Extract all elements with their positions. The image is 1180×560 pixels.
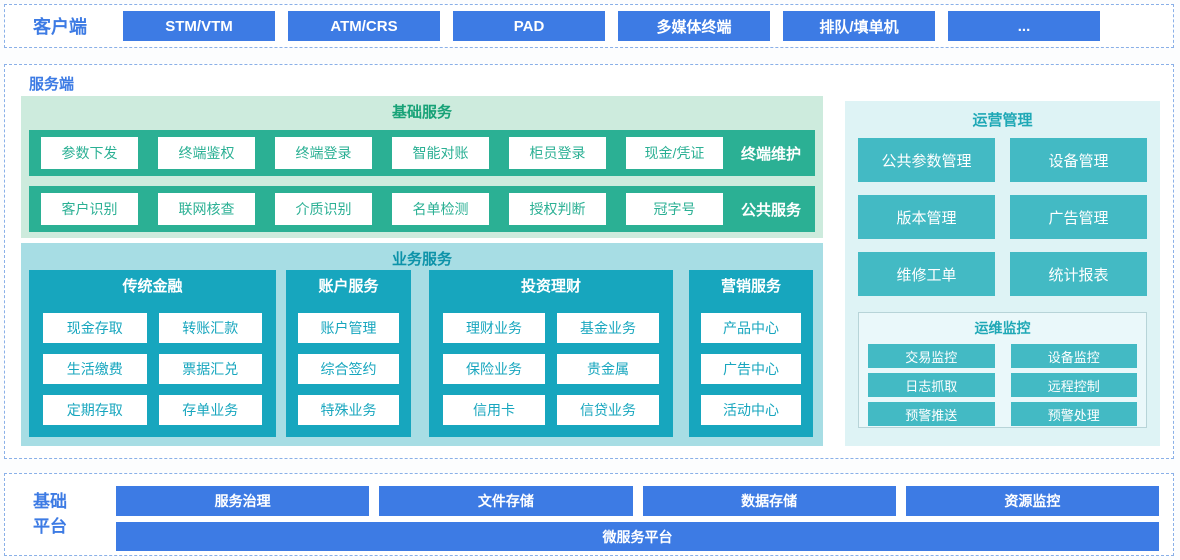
platform-service-button[interactable]: 数据存储 (642, 486, 896, 516)
marketing-services-items: 产品中心广告中心活动中心 (689, 313, 813, 425)
investment-finance-title: 投资理财 (520, 278, 581, 295)
business-service-button[interactable]: 广告中心 (701, 354, 801, 384)
business-columns: 传统金融 现金存取转账汇款生活缴费票据汇兑定期存取存单业务 账户服务 账户管理综… (21, 270, 823, 437)
client-terminal-button[interactable]: ATM/CRS (288, 11, 440, 41)
account-services-column: 账户服务 账户管理综合签约特殊业务 (286, 270, 411, 437)
server-section: 服务端 基础服务 参数下发 终端鉴权 终端登录 智能对账 柜员登录 (4, 64, 1174, 459)
traditional-finance-title: 传统金融 (122, 278, 183, 295)
monitoring-button[interactable]: 日志抓取 (868, 373, 995, 397)
business-service-button[interactable]: 活动中心 (701, 395, 801, 425)
basic-service-button[interactable]: 客户识别 (41, 193, 138, 225)
business-service-button[interactable]: 信用卡 (443, 395, 545, 425)
ops-monitoring-title: 运维监控 (974, 320, 1031, 336)
business-services-panel: 业务服务 传统金融 现金存取转账汇款生活缴费票据汇兑定期存取存单业务 账户服务 … (21, 243, 823, 446)
business-service-button[interactable]: 保险业务 (443, 354, 545, 384)
platform-service-button[interactable]: 文件存储 (379, 486, 633, 516)
business-service-button[interactable]: 特殊业务 (298, 395, 399, 425)
business-service-button[interactable]: 转账汇款 (158, 313, 262, 343)
ops-monitoring-items: 交易监控设备监控日志抓取远程控制预警推送预警处理 (868, 344, 1137, 426)
basic-service-button[interactable]: 终端鉴权 (158, 137, 255, 169)
basic-service-button[interactable]: 智能对账 (392, 137, 489, 169)
operations-management-title: 运营管理 (972, 112, 1033, 129)
business-service-button[interactable]: 产品中心 (701, 313, 801, 343)
monitoring-button[interactable]: 远程控制 (1010, 373, 1137, 397)
terminal-maintenance-label: 终端维护 (740, 145, 801, 163)
basic-service-button[interactable]: 联网核查 (158, 193, 255, 225)
basic-service-button[interactable]: 终端登录 (275, 137, 372, 169)
client-terminal-button[interactable]: 多媒体终端 (618, 11, 770, 41)
business-service-button[interactable]: 生活缴费 (43, 354, 147, 384)
client-section-label: 客户端 (33, 17, 87, 37)
business-service-button[interactable]: 基金业务 (557, 313, 659, 343)
account-services-title: 账户服务 (318, 278, 379, 295)
traditional-finance-column: 传统金融 现金存取转账汇款生活缴费票据汇兑定期存取存单业务 (29, 270, 276, 437)
basic-service-button[interactable]: 参数下发 (41, 137, 138, 169)
monitoring-button[interactable]: 设备监控 (1010, 344, 1137, 368)
basic-services-title: 基础服务 (391, 104, 452, 121)
basic-service-button[interactable]: 名单检测 (392, 193, 489, 225)
platform-service-button[interactable]: 服务治理 (116, 486, 370, 516)
client-terminal-button[interactable]: ... (948, 11, 1100, 41)
ops-monitoring-panel: 运维监控 交易监控设备监控日志抓取远程控制预警推送预警处理 (858, 312, 1147, 428)
operations-button[interactable]: 版本管理 (858, 195, 995, 239)
operations-button[interactable]: 设备管理 (1010, 138, 1147, 182)
operations-items: 公共参数管理设备管理版本管理广告管理维修工单统计报表 (858, 138, 1147, 296)
business-services-title: 业务服务 (391, 251, 452, 268)
business-service-button[interactable]: 账户管理 (298, 313, 399, 343)
platform-section-label: 基础平台 (33, 492, 67, 536)
monitoring-button[interactable]: 预警推送 (868, 402, 995, 426)
server-section-label: 服务端 (29, 76, 75, 93)
public-services-label: 公共服务 (740, 201, 801, 219)
monitoring-button[interactable]: 预警处理 (1010, 402, 1137, 426)
public-services-items: 客户识别 联网核查 介质识别 名单检测 授权判断 冠字号 (41, 193, 723, 225)
basic-services-panel: 基础服务 参数下发 终端鉴权 终端登录 智能对账 柜员登录 现金/凭证 (21, 96, 823, 238)
client-terminal-button[interactable]: PAD (453, 11, 605, 41)
monitoring-button[interactable]: 交易监控 (868, 344, 995, 368)
basic-service-button[interactable]: 柜员登录 (509, 137, 606, 169)
basic-service-button[interactable]: 授权判断 (509, 193, 606, 225)
platform-section: 基础平台 服务治理文件存储数据存储资源监控 微服务平台 (4, 473, 1174, 556)
client-terminal-button[interactable]: 排队/填单机 (783, 11, 935, 41)
client-terminal-list: STM/VTM ATM/CRS PAD 多媒体终端 排队/填单机 ... (123, 11, 1100, 41)
operations-button[interactable]: 公共参数管理 (858, 138, 995, 182)
business-service-button[interactable]: 票据汇兑 (158, 354, 262, 384)
traditional-finance-items: 现金存取转账汇款生活缴费票据汇兑定期存取存单业务 (29, 313, 276, 425)
investment-finance-items: 理财业务基金业务保险业务贵金属信用卡信贷业务 (429, 313, 673, 425)
client-section: 客户端 STM/VTM ATM/CRS PAD 多媒体终端 排队/填单机 ... (4, 4, 1174, 48)
account-services-items: 账户管理综合签约特殊业务 (286, 313, 411, 425)
basic-service-button[interactable]: 冠字号 (626, 193, 723, 225)
terminal-maintenance-items: 参数下发 终端鉴权 终端登录 智能对账 柜员登录 现金/凭证 (41, 137, 723, 169)
marketing-services-column: 营销服务 产品中心广告中心活动中心 (689, 270, 813, 437)
platform-services-row: 服务治理文件存储数据存储资源监控 (116, 486, 1159, 516)
business-service-button[interactable]: 理财业务 (443, 313, 545, 343)
business-service-button[interactable]: 综合签约 (298, 354, 399, 384)
client-terminal-button[interactable]: STM/VTM (123, 11, 275, 41)
investment-finance-column: 投资理财 理财业务基金业务保险业务贵金属信用卡信贷业务 (429, 270, 673, 437)
business-service-button[interactable]: 定期存取 (43, 395, 147, 425)
operations-button[interactable]: 统计报表 (1010, 252, 1147, 296)
business-service-button[interactable]: 贵金属 (557, 354, 659, 384)
basic-service-button[interactable]: 介质识别 (275, 193, 372, 225)
public-services-row: 客户识别 联网核查 介质识别 名单检测 授权判断 冠字号 公共服务 (29, 186, 815, 232)
operations-management-panel: 运营管理 公共参数管理设备管理版本管理广告管理维修工单统计报表 运维监控 交易监… (845, 101, 1160, 446)
platform-service-button[interactable]: 资源监控 (905, 486, 1159, 516)
business-service-button[interactable]: 信贷业务 (557, 395, 659, 425)
operations-button[interactable]: 广告管理 (1010, 195, 1147, 239)
terminal-maintenance-row: 参数下发 终端鉴权 终端登录 智能对账 柜员登录 现金/凭证 终端维护 (29, 130, 815, 176)
business-service-button[interactable]: 存单业务 (158, 395, 262, 425)
marketing-services-title: 营销服务 (720, 278, 781, 295)
operations-button[interactable]: 维修工单 (858, 252, 995, 296)
business-service-button[interactable]: 现金存取 (43, 313, 147, 343)
microservice-platform-bar[interactable]: 微服务平台 (116, 522, 1159, 551)
basic-service-button[interactable]: 现金/凭证 (626, 137, 723, 169)
